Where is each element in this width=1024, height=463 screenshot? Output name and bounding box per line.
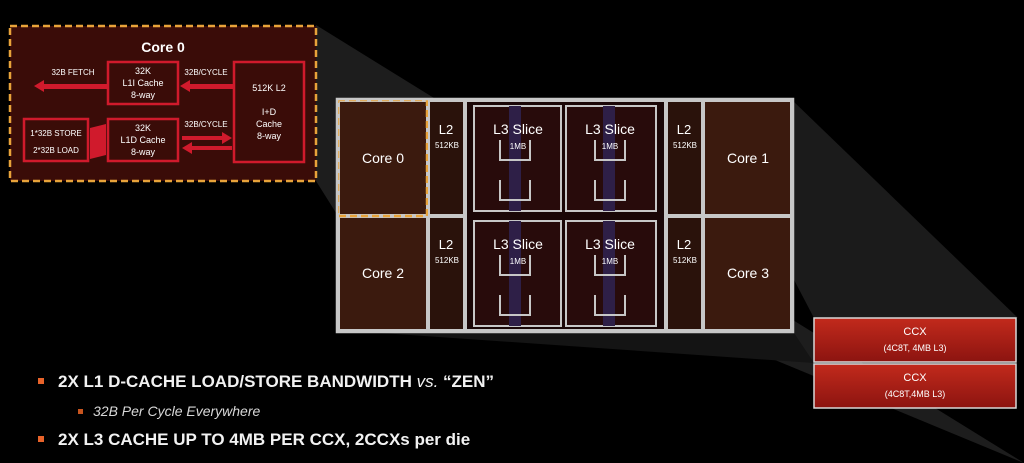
fetch-label: 32B FETCH	[51, 68, 94, 77]
l3-size-tl: 1MB	[510, 142, 526, 151]
ccx-box-bottom	[813, 363, 1017, 409]
l3-size-br: 1MB	[602, 257, 618, 266]
l1i-cache-box	[106, 60, 180, 106]
fetch-arrow	[34, 80, 108, 92]
l2-ways: 8-way	[257, 131, 282, 141]
load-label: 2*32B LOAD	[33, 146, 79, 155]
l3-label-tl: L3 Slice	[493, 121, 543, 137]
core1-tile	[703, 100, 792, 216]
l1d-to-l2-arrow	[182, 132, 232, 144]
l2-tile-top-left	[428, 100, 465, 216]
l1d-name: L1D Cache	[120, 135, 165, 145]
bullet-zen: “ZEN”	[438, 372, 495, 391]
l2-to-l1d-arrow	[182, 142, 232, 154]
l2-cache-box	[232, 60, 306, 164]
l3-label-bl: L3 Slice	[493, 236, 543, 252]
l2-size: 512K L2	[252, 83, 286, 93]
ccx-bottom-name: CCX	[903, 372, 927, 384]
l3-connector-bl	[499, 255, 531, 316]
l3-size-tr: 1MB	[602, 142, 618, 151]
bullet-vs: vs.	[416, 372, 439, 391]
bullet-l3-cache: 2X L3 CACHE UP TO 4MB PER CCX, 2CCXs per…	[38, 430, 470, 450]
die-outline	[335, 97, 795, 334]
l2-size-br: 512KB	[673, 256, 697, 265]
core3-tile	[703, 216, 792, 331]
store-label: 1*32B STORE	[30, 129, 81, 138]
l1i-size: 32K	[135, 66, 151, 76]
l2-tile-top-right	[666, 100, 703, 216]
l3-bar-br	[603, 221, 615, 326]
l3-size-bl: 1MB	[510, 257, 526, 266]
l2-name: Cache	[256, 119, 282, 129]
l2-tile-bottom-left	[428, 216, 465, 331]
l3-bar-tr	[603, 106, 615, 211]
sub-bullet-text: 32B Per Cycle Everywhere	[93, 403, 261, 419]
l1i-name: L1I Cache	[122, 78, 163, 88]
bullet-text: 2X L1 D-CACHE LOAD/STORE BANDWIDTH	[58, 372, 417, 391]
inset-title: Core 0	[141, 39, 185, 55]
ccx-box-top	[813, 317, 1017, 363]
bullet-marker	[38, 377, 44, 384]
ccx-stack: CCX (4C8T, 4MB L3) CCX (4C8T,4MB L3)	[813, 317, 1017, 409]
l2-type: I+D	[262, 107, 277, 117]
l3-label-br: L3 Slice	[585, 236, 635, 252]
store-load-box	[22, 117, 90, 163]
core0-inset: Core 0 32K L1I Cache 8-way 32K L1D Cache…	[8, 24, 318, 183]
l2-size-tl: 512KB	[435, 141, 459, 150]
l2-to-l1i-arrow	[180, 80, 234, 92]
bullet-marker	[38, 435, 44, 442]
l1d-ways: 8-way	[131, 147, 156, 157]
zoom-projection-ccx-lower	[338, 330, 814, 363]
bullet-text: 2X L3 CACHE UP TO 4MB PER CCX, 2CCXs per…	[58, 430, 471, 449]
cycle-top-label: 32B/CYCLE	[184, 68, 227, 77]
l2-size-tr: 512KB	[673, 141, 697, 150]
l3-connector-br	[594, 255, 626, 316]
l2-label-br: L2	[677, 237, 691, 252]
core0-label: Core 0	[362, 150, 404, 166]
l2-label-tl: L2	[439, 122, 453, 137]
core2-label: Core 2	[362, 265, 404, 281]
l1i-ways: 8-way	[131, 90, 156, 100]
l1d-size: 32K	[135, 123, 151, 133]
l1d-cache-box	[106, 117, 180, 163]
l2-size-bl: 512KB	[435, 256, 459, 265]
ccx-top-detail: (4C8T, 4MB L3)	[883, 343, 946, 353]
l3-bar-bl	[509, 221, 521, 326]
l2-label-tr: L2	[677, 122, 691, 137]
core2-tile	[338, 216, 428, 331]
l3-label-tr: L3 Slice	[585, 121, 635, 137]
bullet-l1-bandwidth: 2X L1 D-CACHE LOAD/STORE BANDWIDTH vs. “…	[38, 372, 494, 392]
cycle-bottom-label: 32B/CYCLE	[184, 120, 227, 129]
l3-bar-tl	[509, 106, 521, 211]
core3-label: Core 3	[727, 265, 769, 281]
store-load-connector	[90, 124, 106, 159]
l3-connector-tr	[594, 140, 626, 201]
l3-connector-tl	[499, 140, 531, 201]
core1-label: Core 1	[727, 150, 769, 166]
l2-tile-bottom-right	[666, 216, 703, 331]
sub-bullet-32b: 32B Per Cycle Everywhere	[78, 403, 260, 419]
ccx-die-grid: Core 0 Core 1 Core 2 Core 3 L2 512KB L2 …	[335, 97, 795, 334]
ccx-bottom-detail: (4C8T,4MB L3)	[885, 389, 946, 399]
sub-bullet-marker	[78, 408, 83, 414]
l2-label-bl: L2	[439, 237, 453, 252]
ccx-top-name: CCX	[903, 326, 927, 338]
